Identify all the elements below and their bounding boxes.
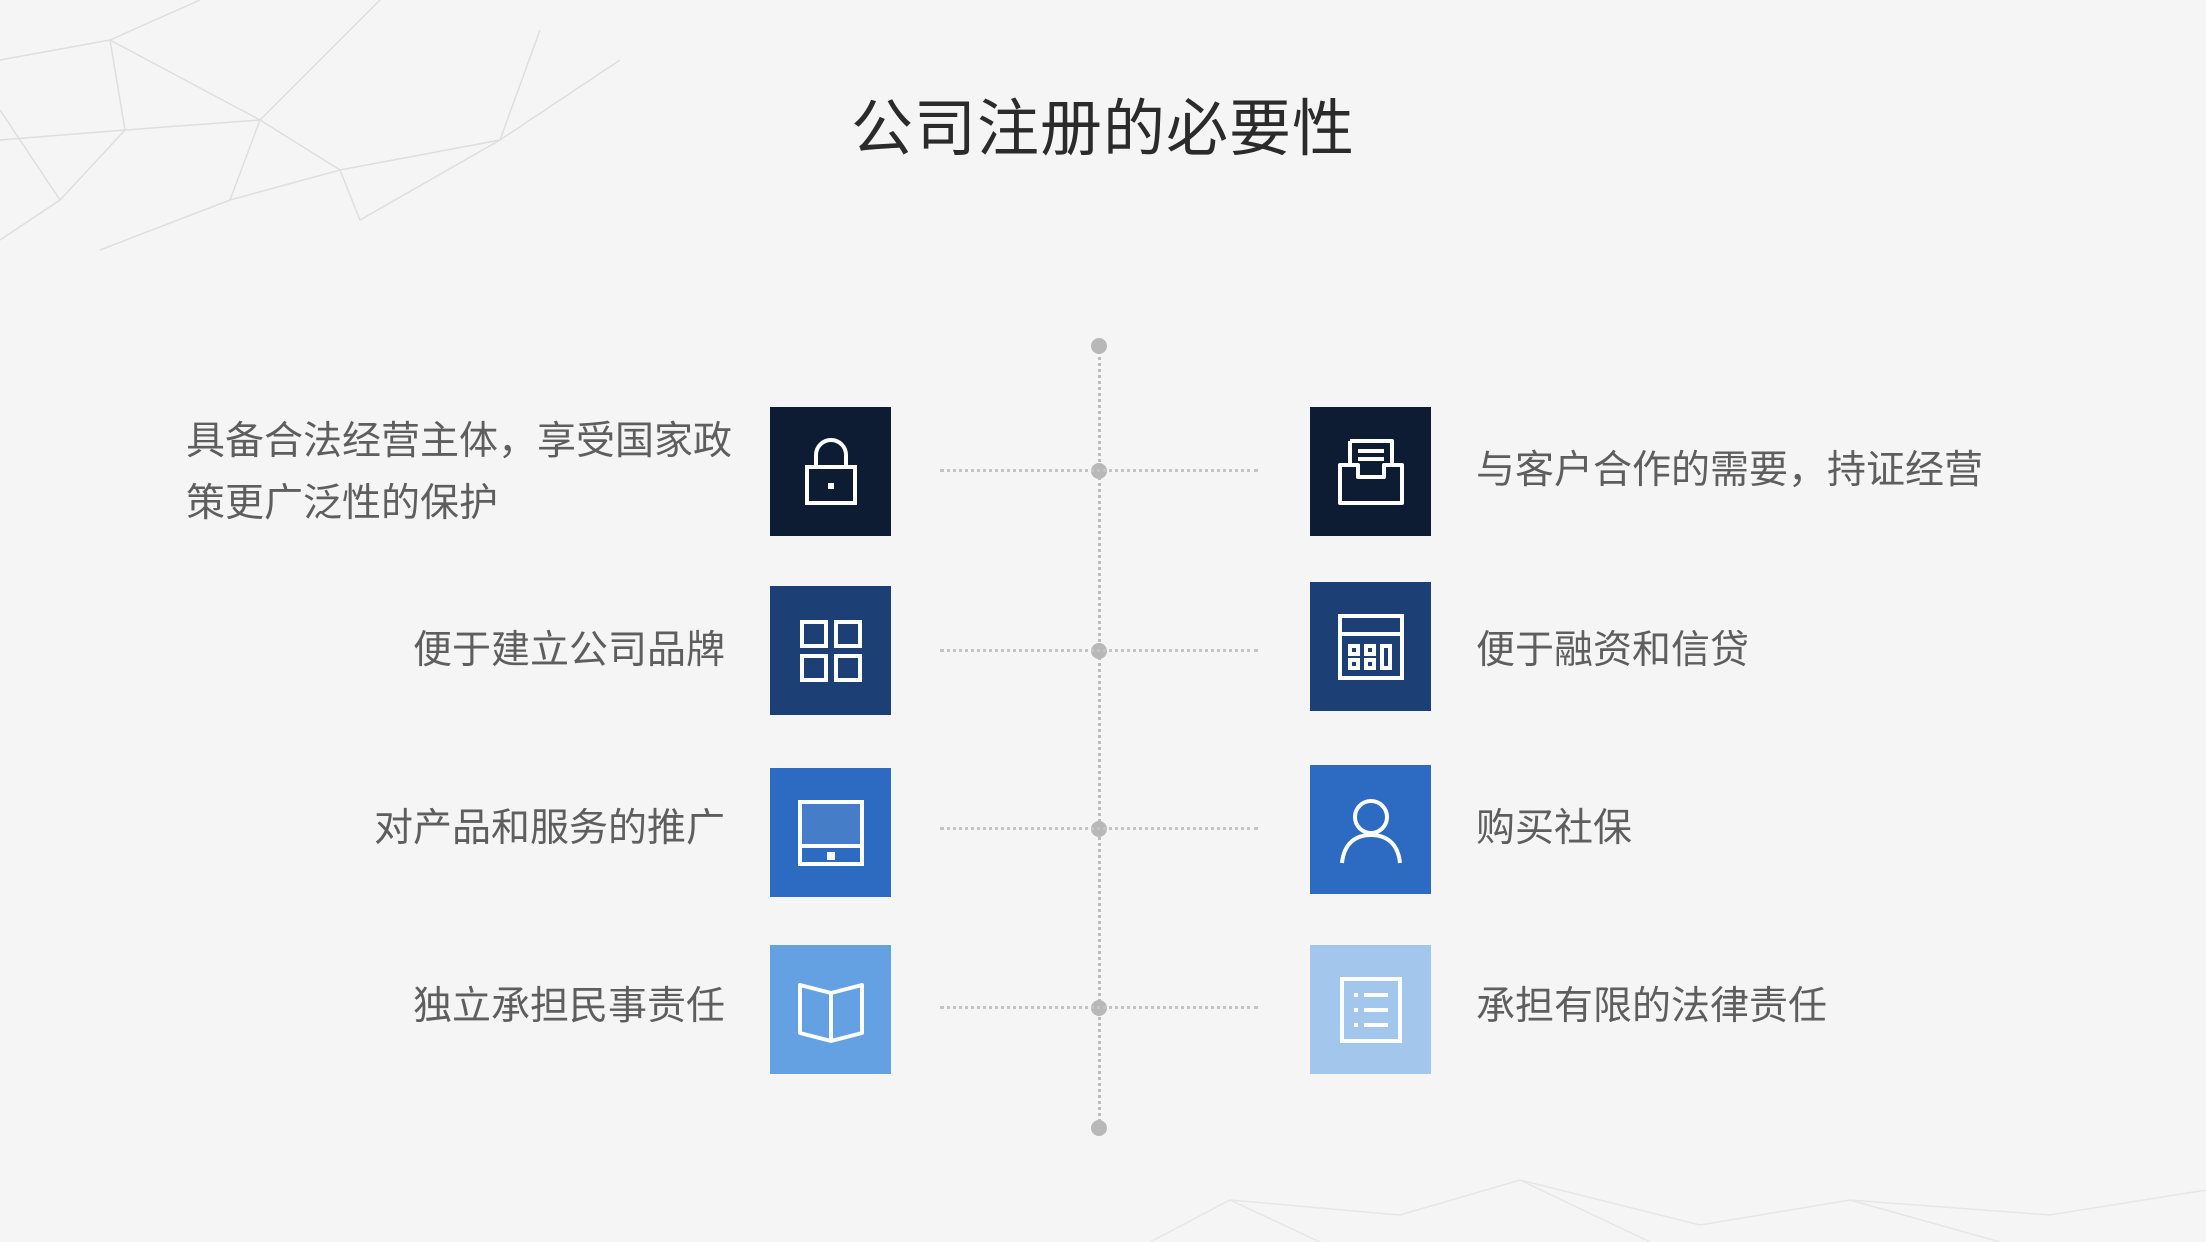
lock-icon (804, 437, 857, 505)
book-icon (797, 982, 864, 1043)
list-icon (1339, 976, 1402, 1043)
left-item-1-line-1: 具备合法经营主体，享受国家政 (186, 419, 733, 464)
inbox-icon (1337, 438, 1404, 505)
connector-row-2 (940, 649, 1258, 652)
left-item-1-line-2: 策更广泛性的保护 (186, 481, 499, 526)
right-item-1-tile (1310, 407, 1431, 536)
left-item-3-tile (770, 768, 891, 897)
connector-row-3 (940, 827, 1258, 830)
right-item-2-text: 便于融资和信贷 (1476, 628, 1750, 673)
left-item-2-tile (770, 586, 891, 715)
left-item-3-text: 对产品和服务的推广 (373, 806, 725, 851)
left-item-1-tile (770, 407, 891, 536)
right-item-3-text: 购买社保 (1476, 806, 1633, 851)
left-item-1-text: 具备合法经营主体，享受国家政 策更广泛性的保护 (186, 411, 746, 535)
right-item-4-text: 承担有限的法律责任 (1476, 984, 1828, 1029)
tablet-icon (797, 799, 864, 866)
page-title: 公司注册的必要性 (850, 92, 1355, 165)
calculator-icon (1337, 613, 1404, 680)
right-item-2-tile (1310, 582, 1431, 711)
left-item-4-text: 独立承担民事责任 (412, 984, 725, 1029)
right-item-4-tile (1310, 945, 1431, 1074)
connector-row-4 (940, 1006, 1258, 1009)
connector-row-1 (940, 469, 1258, 472)
timeline-end-dot-bottom (1091, 1120, 1107, 1136)
timeline-end-dot-top (1091, 338, 1107, 354)
left-item-4-tile (770, 945, 891, 1074)
grid-icon (799, 619, 862, 682)
timeline-axis (1098, 346, 1101, 1128)
left-item-2-text: 便于建立公司品牌 (412, 628, 725, 673)
user-icon (1339, 798, 1402, 863)
right-item-1-text: 与客户合作的需要，持证经营 (1476, 448, 1984, 493)
right-item-3-tile (1310, 765, 1431, 894)
